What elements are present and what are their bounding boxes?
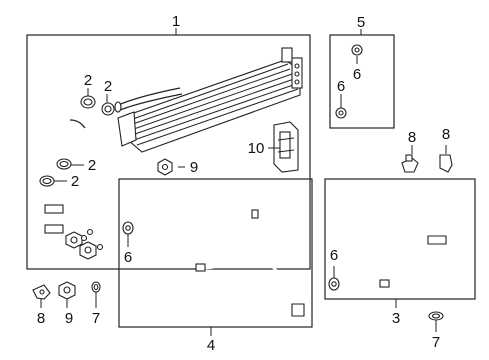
callout-1: 1 <box>172 13 180 30</box>
clamp-middle <box>56 158 72 170</box>
clamp-top-right <box>101 102 115 116</box>
callout-5: 5 <box>357 14 365 31</box>
callout-2-top-left: 2 <box>84 72 92 89</box>
seal-left <box>91 281 101 293</box>
clip-b <box>439 154 453 173</box>
callout-8-a: 8 <box>408 129 416 146</box>
cooler-assembly-box <box>26 34 311 270</box>
callout-7-left: 7 <box>92 310 100 327</box>
callout-8-b: 8 <box>442 126 450 143</box>
callout-3: 3 <box>392 310 400 327</box>
clamp-lower <box>39 175 55 187</box>
callout-7-right: 7 <box>432 334 440 351</box>
callout-2-middle: 2 <box>88 157 96 174</box>
seal-right <box>428 311 444 321</box>
fitting-nut-lower <box>79 241 97 260</box>
hose-assembly <box>335 44 381 122</box>
cooler-line-3 <box>328 194 449 291</box>
clamp-top-left <box>80 95 96 109</box>
nut-bottom <box>58 281 76 300</box>
line-4-box <box>118 178 313 328</box>
cooler-line-4 <box>122 193 305 317</box>
callout-6-line4: 6 <box>124 249 132 266</box>
nut-center <box>157 158 173 176</box>
callout-2-lower: 2 <box>71 173 79 190</box>
mounting-bracket <box>273 121 299 173</box>
oil-cooler-core <box>114 47 303 153</box>
callout-9-bottom: 9 <box>65 310 73 327</box>
callout-6-line3: 6 <box>330 247 338 264</box>
callout-8-left: 8 <box>37 310 45 327</box>
clip-a <box>401 154 419 173</box>
callout-4: 4 <box>207 337 215 354</box>
line-3-box <box>324 178 476 300</box>
callout-9-center: 9 <box>190 159 198 176</box>
cooler-hose <box>35 114 86 158</box>
clip-left <box>32 284 51 300</box>
o-rings <box>80 228 104 251</box>
hose-5-box <box>329 34 395 129</box>
callout-6-hose: 6 <box>337 78 345 95</box>
fitting-nut-upper <box>65 231 83 249</box>
callout-2-top-right: 2 <box>104 78 112 95</box>
callout-10: 10 <box>248 140 265 157</box>
callout-6-top: 6 <box>353 66 361 83</box>
